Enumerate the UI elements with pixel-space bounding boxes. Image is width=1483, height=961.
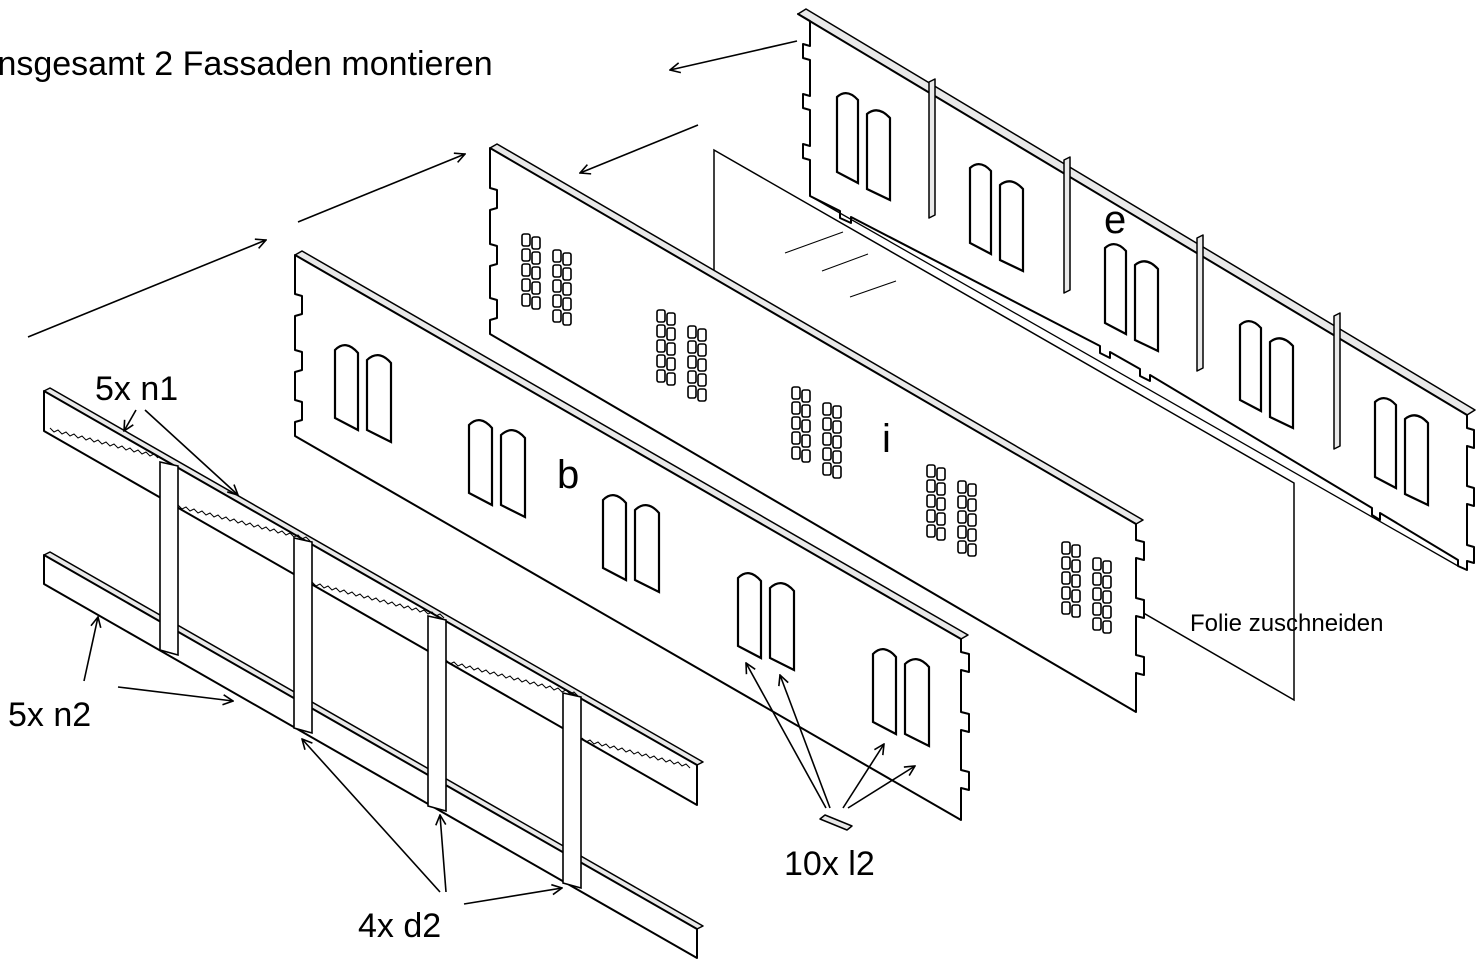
facade-e-windows — [835, 92, 1430, 507]
part-l2 — [819, 814, 853, 831]
label-n1: 5x n1 — [95, 370, 178, 408]
label-n2: 5x n2 — [8, 696, 91, 734]
instruction-text: Insgesamt 2 Fassaden montieren — [0, 45, 493, 83]
label-i: i — [882, 417, 891, 461]
facade-i-grid-windows — [521, 233, 1112, 634]
label-b: b — [557, 453, 579, 497]
facade-e: e — [797, 8, 1476, 571]
facade-b: b — [294, 250, 970, 821]
frame-assembly — [43, 387, 704, 959]
label-d2: 4x d2 — [358, 907, 441, 945]
label-l2: 10x l2 — [784, 845, 875, 883]
label-e: e — [1104, 198, 1126, 242]
arrows — [27, 40, 915, 905]
facade-b-windows — [333, 344, 931, 748]
film-label: Folie zuschneiden — [1190, 610, 1383, 637]
facade-i: i — [489, 143, 1145, 713]
